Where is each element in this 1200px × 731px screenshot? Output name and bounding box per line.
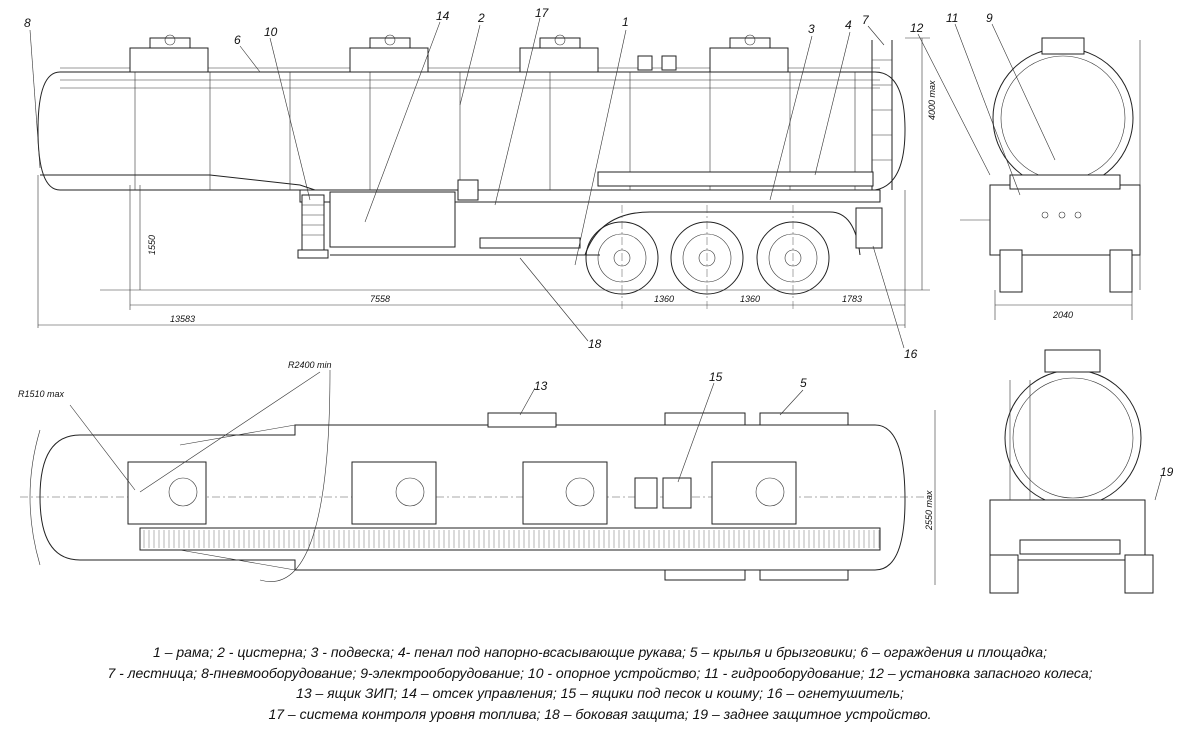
ladder: [871, 40, 893, 190]
dim-track-width: 2040: [1052, 310, 1073, 320]
legend: 1 – рама; 2 - цистерна; 3 - подвеска; 4-…: [0, 642, 1200, 724]
sand-boxes: [662, 477, 692, 509]
dim-rear-overhang: 1783: [842, 294, 862, 304]
callout-10: 10: [264, 25, 278, 39]
callout-18: 18: [588, 337, 602, 351]
dim-overall-width: 2550 max: [924, 490, 934, 531]
callout-8: 8: [24, 16, 31, 30]
callout-4: 4: [845, 18, 852, 32]
hatch-3: [519, 34, 599, 73]
hatch-2: [349, 34, 429, 73]
callout-12: 12: [910, 21, 924, 35]
rear-view: [960, 37, 1141, 320]
technical-drawing: 1 2 3 4 5 6 7 8 9 10 11 12 13 14 15 16 1…: [18, 6, 1174, 594]
control-compartment: [329, 191, 456, 248]
top-hatch-3: [522, 461, 608, 525]
callout-2: 2: [477, 11, 485, 25]
dim-kingpin-axle: 7558: [370, 294, 390, 304]
callout-3: 3: [808, 22, 815, 36]
top-view: [20, 369, 936, 585]
callout-13: 13: [534, 379, 548, 393]
legend-line-2: 7 - лестница; 8-пневмооборудование; 9-эл…: [107, 664, 1093, 681]
top-hatch-1: [127, 461, 207, 525]
hatch-4: [709, 34, 789, 73]
callout-1: 1: [622, 15, 629, 29]
top-hatch-4: [711, 461, 797, 525]
dim-axle-spacing-2: 1360: [740, 294, 760, 304]
top-hatch-2: [351, 461, 437, 525]
callout-9: 9: [986, 11, 993, 25]
hatch-1: [129, 34, 209, 73]
callout-16: 16: [904, 347, 918, 361]
callout-6: 6: [234, 33, 241, 47]
callout-11: 11: [946, 11, 958, 25]
legend-line-4: 17 – система контроля уровня топлива; 18…: [268, 705, 932, 722]
callouts: 1 2 3 4 5 6 7 8 9 10 11 12 13 14 15 16 1…: [24, 6, 1174, 501]
dim-overall-length: 13583: [170, 314, 195, 324]
side-view: [37, 34, 930, 328]
callout-5: 5: [800, 376, 807, 390]
callout-14: 14: [436, 9, 450, 23]
fire-extinguisher: [855, 207, 883, 249]
callout-7: 7: [862, 13, 870, 27]
dim-coupling-height: 1550: [147, 235, 157, 255]
dimensions: 13583 7558 1360 1360 1783 4000 max 1550 …: [18, 80, 1073, 531]
legend-line-3: 13 – ящик ЗИП; 14 – отсек управления; 15…: [296, 685, 904, 701]
spare-parts-box: [487, 412, 557, 428]
dim-axle-spacing-1: 1360: [654, 294, 674, 304]
rear-view-lower: [989, 349, 1154, 594]
dim-front-radius: R1510 max: [18, 389, 65, 399]
landing-gear: [297, 194, 329, 259]
callout-15: 15: [709, 370, 723, 384]
dim-height: 4000 max: [927, 80, 937, 120]
hose-case: [597, 171, 874, 187]
dim-turning-radius: R2400 min: [288, 360, 332, 370]
legend-line-1: 1 – рама; 2 - цистерна; 3 - подвеска; 4-…: [153, 644, 1047, 660]
side-protection: [479, 237, 581, 249]
rear-protection: [1019, 539, 1121, 555]
callout-17: 17: [535, 6, 550, 20]
callout-19: 19: [1160, 465, 1174, 479]
